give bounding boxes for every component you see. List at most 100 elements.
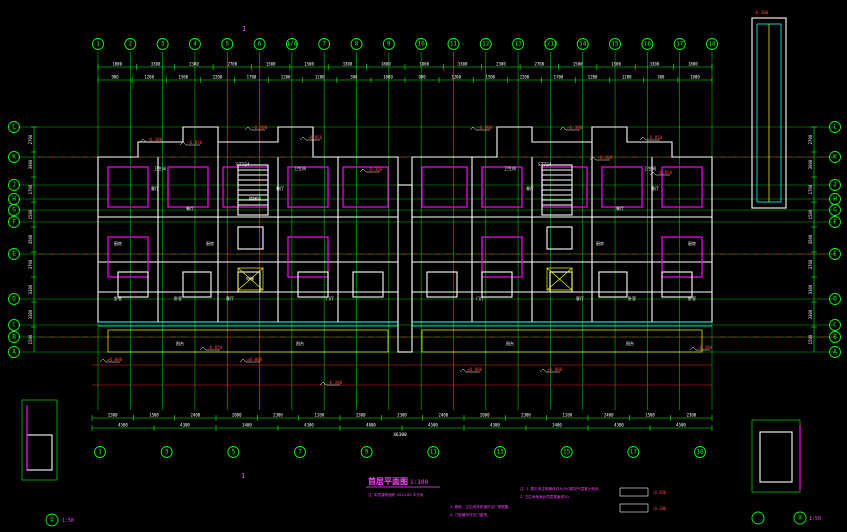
dim-left-value: 3300: [28, 309, 33, 319]
dim-right-value: 3500: [808, 234, 813, 244]
section-marker-top: 1: [242, 25, 246, 33]
axis-bubble-right: D: [829, 293, 841, 305]
axis-bubble-bottom: 18: [694, 446, 706, 458]
dim-top-1-value: 1500: [611, 62, 621, 67]
room-label: 厨房: [114, 240, 122, 246]
room-label: 卫生间: [294, 165, 306, 171]
axis-circle: [294, 446, 306, 458]
axis-circle: [124, 38, 137, 50]
elevation-mark: -0.050: [199, 345, 223, 351]
axis-label: K: [12, 154, 16, 161]
axis-label: B: [833, 334, 837, 341]
axis-circle: [221, 38, 234, 50]
axis-label: E: [833, 251, 837, 258]
wet-room-wall: [222, 166, 269, 208]
axis-bubble-left: G: [8, 204, 20, 216]
axis-bubble-right: E: [829, 248, 841, 260]
furniture: [237, 271, 261, 293]
elevation-value: -0.300: [597, 155, 613, 160]
detail-right-number: ②: [797, 515, 802, 522]
room-label: 门厅: [476, 295, 484, 301]
legend-1: -0.050: [652, 490, 667, 495]
axis-bubble-bottom: 11: [427, 446, 440, 458]
dim-top-2-value: 1200: [281, 75, 291, 80]
axis-label: A: [833, 349, 837, 356]
dim-left-value: 2700: [28, 134, 33, 144]
elevation-value: -0.050: [207, 345, 223, 350]
axis-bubble-top: 1: [92, 38, 104, 50]
dim-top-1-value: 3300: [151, 62, 161, 67]
elevation-mark: -0.300: [359, 167, 383, 173]
note-4: 4. 门窗编号详见门窗表。: [450, 512, 491, 517]
drawing-title: 首层平面图: [368, 476, 408, 486]
dim-right-value: 3900: [808, 159, 813, 169]
dim-top-1-value: 1500: [266, 62, 276, 67]
dim-bottom-1-value: 2300: [687, 413, 697, 418]
dim-bottom-1-value: 2000: [232, 413, 242, 418]
axis-circle: [8, 179, 20, 191]
dim-bottom-1-value: 2300: [273, 413, 283, 418]
dim-bottom-2-value: 4500: [676, 423, 686, 428]
dim-top-2-value: 1500: [178, 75, 188, 80]
dim-top-2-value: 1200: [622, 75, 632, 80]
axis-circle: [512, 38, 525, 50]
axis-bubble-bottom: 17: [627, 446, 640, 458]
axis-label: 15: [611, 41, 619, 48]
axis-bubble-left: J: [8, 179, 20, 191]
furniture: [352, 271, 384, 298]
elevation-mark: ±0.000: [539, 367, 563, 373]
axis-label: H: [833, 196, 837, 203]
room-label: 卧室: [688, 295, 696, 301]
building-walls: [92, 126, 713, 386]
room-label: 卧室: [114, 295, 122, 301]
elevation-mark: -0.300: [469, 125, 493, 131]
balcony: [421, 329, 703, 353]
wet-room-wall: [661, 166, 703, 208]
room-label: 阳台: [296, 340, 304, 346]
axis-label: D: [833, 296, 837, 303]
axis-bubble-right: F: [829, 216, 841, 228]
dim-right-value: 2700: [808, 134, 813, 144]
elevation-symbol: [559, 126, 580, 131]
axis-label: 10: [418, 41, 426, 48]
axis-circle: [829, 121, 841, 133]
axis-label: H: [12, 196, 16, 203]
dim-bottom-2-value: 4300: [614, 423, 624, 428]
dim-top-2-value: 300: [350, 75, 358, 80]
dim-bottom-1-value: 2300: [108, 413, 118, 418]
dim-top-2-value: 1200: [315, 75, 325, 80]
dim-bottom-1-value: 2300: [356, 413, 366, 418]
dim-top-2-value: 300: [657, 75, 665, 80]
wet-room-wall: [481, 236, 523, 278]
dim-top-1-value: 1500: [573, 62, 583, 67]
axis-label: J: [833, 182, 837, 189]
wet-room-wall: [342, 166, 389, 208]
room-label: 餐厅: [526, 185, 534, 191]
elevation-symbol: [639, 136, 660, 141]
axis-bubble-top: 6: [253, 38, 266, 50]
axis-circle: [560, 446, 573, 458]
axis-bubble-right: G: [829, 204, 841, 216]
elevation-mark: -0.300: [559, 125, 583, 131]
elevation-mark: -0.300: [244, 125, 268, 131]
elevator-x: [546, 267, 573, 291]
axis-circle: [479, 38, 492, 50]
dim-bottom-1-value: 2300: [397, 413, 407, 418]
axis-bubble-top: 13: [512, 38, 525, 50]
axis-bubble-left: H: [8, 193, 20, 205]
room-label: 卫生间: [154, 165, 166, 171]
axis-label: B: [12, 334, 16, 341]
dim-bottom-1-value: 1500: [149, 413, 159, 418]
axis-circle: [8, 204, 20, 216]
room-label: 楼梯间: [249, 195, 261, 201]
dim-top-1-value: 3300: [343, 62, 353, 67]
room-label: 客厅: [651, 185, 659, 191]
axis-circle: [829, 204, 841, 216]
axis-circle: [829, 179, 841, 191]
axis-label: 11: [450, 41, 458, 48]
axis-circle: [8, 293, 20, 305]
elevation-value: ±0.000: [107, 357, 123, 362]
axis-label: 1: [98, 449, 102, 456]
axis-label: K: [833, 154, 837, 161]
elevation-symbol: [239, 358, 260, 363]
